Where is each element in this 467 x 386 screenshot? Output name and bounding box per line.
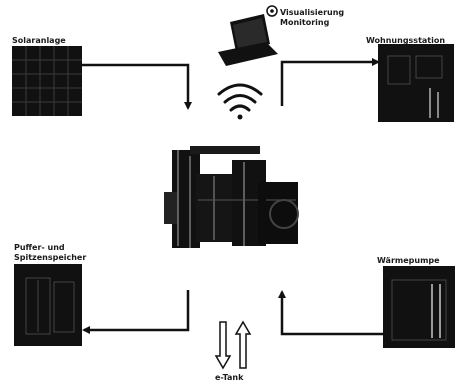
living-station-detail (387, 55, 443, 118)
buffer-storage-detail (25, 277, 75, 335)
buffer-label-line1: Puffer- und (14, 243, 65, 252)
laptop-icon (218, 14, 278, 66)
wifi-icon (217, 83, 263, 120)
buffer-label-line2: Spitzenspeicher (14, 253, 87, 262)
solar-label: Solaranlage (12, 36, 66, 45)
heatpump-label: Wärmepumpe (377, 256, 440, 265)
etank-arrows (214, 320, 252, 370)
solar-panel-image (12, 46, 82, 116)
arrow-center-to-buffer (82, 290, 190, 334)
central-unit-image (164, 146, 299, 248)
visualization-label-line2: Monitoring (280, 18, 330, 27)
arrow-center-to-living (280, 58, 380, 106)
solar-panel-grid (12, 46, 82, 116)
monitor-badge-icon (266, 5, 278, 17)
visualization-label-line1: Visualisierung (280, 8, 345, 17)
living-station-label: Wohnungsstation (366, 36, 446, 45)
arrow-solar-to-center (82, 63, 192, 110)
heatpump-detail (391, 279, 447, 341)
arrow-heatpump-to-center (278, 290, 383, 336)
etank-label: e-Tank (215, 373, 244, 382)
